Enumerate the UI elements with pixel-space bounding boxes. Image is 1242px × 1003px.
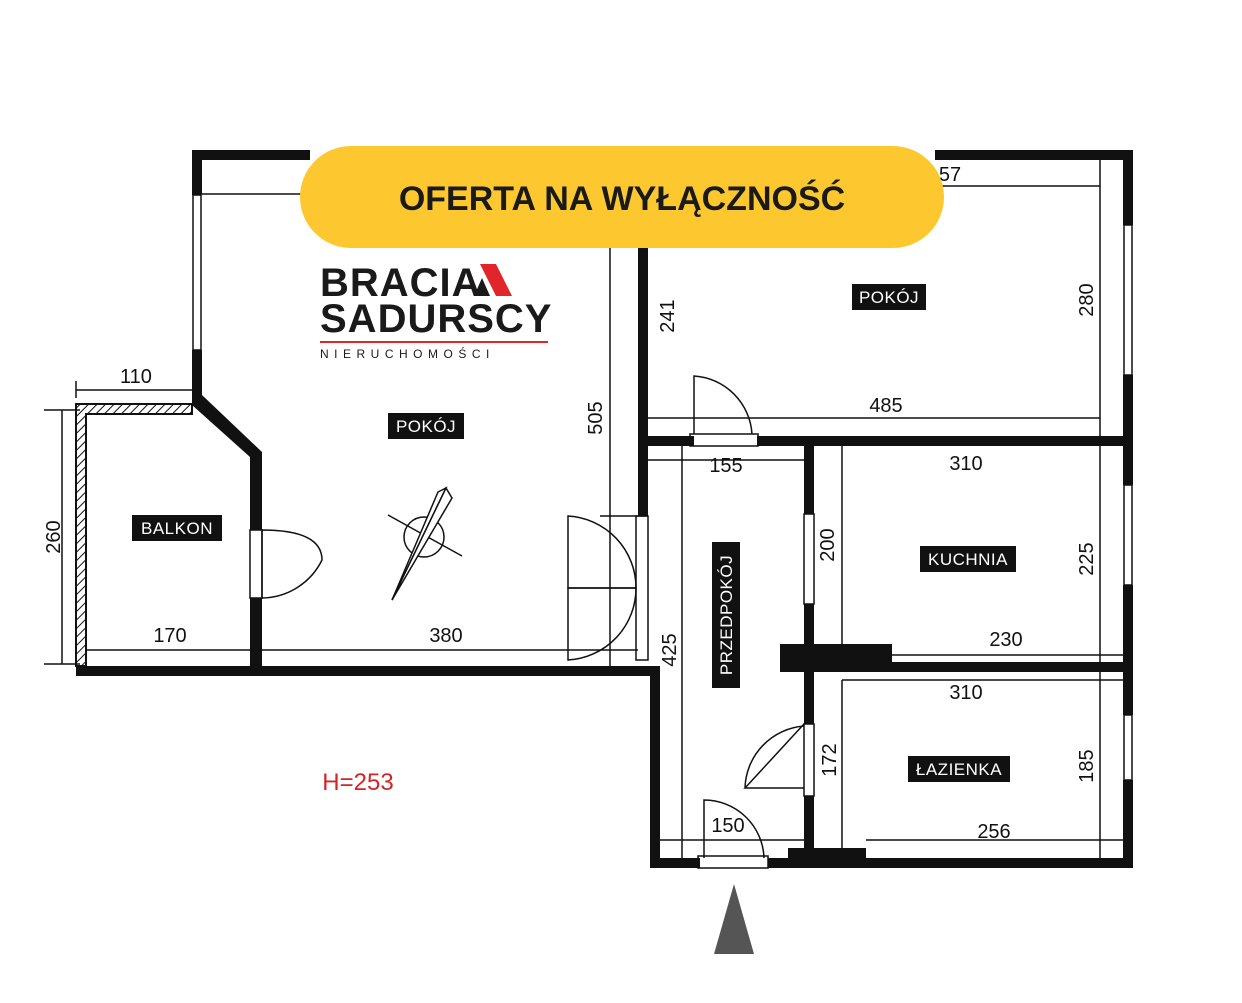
dim-lazienka-top: 310 bbox=[949, 682, 982, 704]
company-logo: BRACIA SADURSCY NIERUCHOMOŚCI bbox=[320, 261, 552, 361]
room-label-pokoj-small: POKÓJ bbox=[859, 288, 919, 307]
dim-hall-top: 155 bbox=[709, 455, 742, 477]
dim-lazienka-right: 185 bbox=[1076, 749, 1098, 782]
dim-lazienka-bottom: 256 bbox=[977, 821, 1010, 843]
room-label-pokoj-large: POKÓJ bbox=[396, 417, 456, 436]
compass-icon bbox=[387, 486, 463, 601]
logo-line2: SADURSCY bbox=[320, 297, 552, 341]
logo-accent-icon bbox=[480, 264, 512, 296]
dim-kuchnia-top: 310 bbox=[949, 453, 982, 475]
dim-pokoj-small-top: 57 bbox=[939, 164, 961, 186]
walls bbox=[76, 150, 1133, 868]
dim-balkon-width-bottom: 170 bbox=[153, 625, 186, 647]
dim-kuchnia-right: 225 bbox=[1076, 542, 1098, 575]
room-label-lazienka: ŁAZIENKA bbox=[916, 760, 1002, 779]
dim-kuchnia-left: 200 bbox=[817, 528, 839, 561]
inner-lines bbox=[86, 160, 1133, 858]
room-label-przedpokoj: PRZEDPOKÓJ bbox=[717, 555, 736, 675]
dim-balkon-width-top: 110 bbox=[120, 366, 152, 388]
room-label-balkon: BALKON bbox=[141, 519, 213, 538]
exclusive-offer-banner: OFERTA NA WYŁĄCZNOŚĆ bbox=[300, 146, 944, 248]
dim-pokoj-small-right: 280 bbox=[1076, 283, 1098, 316]
dim-hall-bottom: 150 bbox=[711, 815, 744, 837]
doors bbox=[249, 375, 815, 869]
dim-balkon-height: 260 bbox=[43, 520, 65, 553]
dimension-labels: 110 260 170 380 505 57 241 280 485 155 3… bbox=[43, 164, 1098, 843]
dim-hall-height: 425 bbox=[659, 633, 681, 666]
logo-tagline: NIERUCHOMOŚCI bbox=[320, 346, 495, 361]
dim-pokoj-small-left: 241 bbox=[657, 299, 679, 332]
room-labels: BALKON POKÓJ POKÓJ KUCHNIA ŁAZIENKA PRZE… bbox=[132, 284, 1016, 782]
entrance-arrow-icon bbox=[714, 884, 754, 954]
balcony-railing bbox=[44, 381, 193, 667]
dim-lazienka-left: 172 bbox=[819, 743, 841, 776]
dim-pokoj-large-width: 380 bbox=[429, 625, 462, 647]
dim-pokoj-large-height: 505 bbox=[585, 401, 607, 434]
dim-pokoj-small-width: 485 bbox=[869, 395, 902, 417]
logo-line1: BRACIA bbox=[320, 261, 482, 305]
height-note: H=253 bbox=[322, 769, 393, 796]
banner-text: OFERTA NA WYŁĄCZNOŚĆ bbox=[399, 180, 845, 218]
room-label-kuchnia: KUCHNIA bbox=[928, 550, 1008, 569]
dim-kuchnia-bottom: 230 bbox=[989, 629, 1022, 651]
